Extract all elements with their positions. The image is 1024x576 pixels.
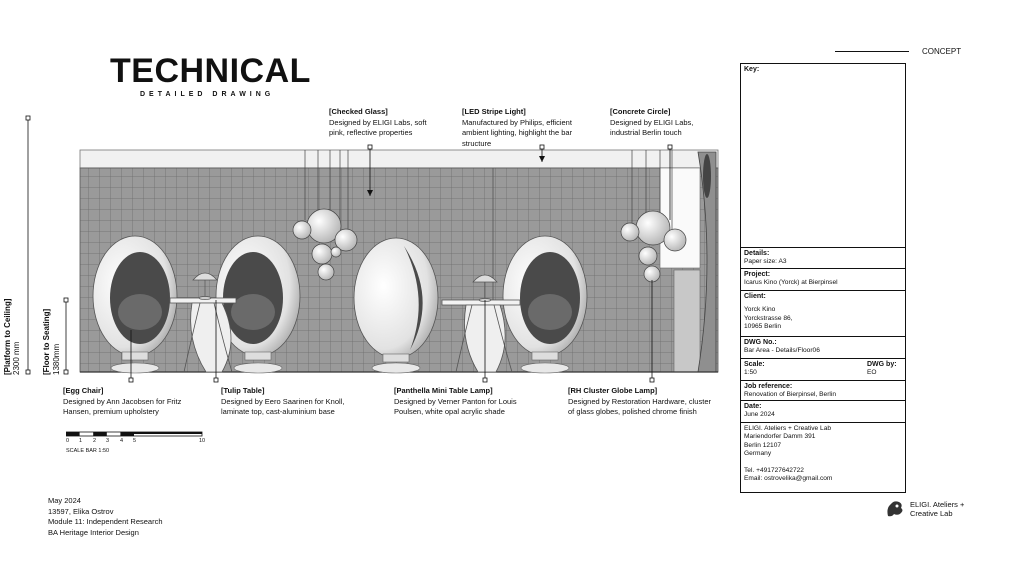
date-section: Date: June 2024 bbox=[741, 400, 905, 422]
scale-section: Scale: 1:50 DWG by: EO bbox=[741, 358, 905, 380]
title-block: Key: Details: Paper size: A3 Project: Ic… bbox=[740, 63, 906, 493]
project-section: Project: Icarus Kino (Yorck) at Bierpins… bbox=[741, 268, 905, 290]
page-subtitle: DETAILED DRAWING bbox=[140, 91, 275, 98]
dim-platform-ceiling: [Platform to Ceiling] bbox=[3, 298, 12, 375]
concept-rule bbox=[835, 51, 909, 52]
egg-chair-2 bbox=[215, 235, 301, 374]
studio-section: ELIGI. Ateliers + Creative Lab Mariendor… bbox=[741, 422, 905, 492]
concept-label: CONCEPT bbox=[922, 47, 962, 56]
student-info: May 2024 13597, Elika Ostrov Module 11: … bbox=[48, 496, 163, 537]
label-checked-glass: [Checked Glass] Designed by ELIGI Labs, … bbox=[329, 107, 427, 137]
logo-text: ELIGI. Ateliers + Creative Lab bbox=[910, 500, 965, 518]
ceiling-band bbox=[79, 149, 719, 169]
dim-platform-ceiling-value: 2300 mm bbox=[12, 341, 21, 375]
scale-bar bbox=[66, 431, 203, 437]
dwg-no-section: DWG No.: Bar Area - Details/Floor06 bbox=[741, 336, 905, 358]
label-egg-chair: [Egg Chair] Designed by Ann Jacobsen for… bbox=[63, 386, 182, 416]
dim-floor-seating: [Floor to Seating] bbox=[42, 308, 51, 375]
label-concrete-circle: [Concrete Circle] Designed by ELIGI Labs… bbox=[610, 107, 694, 137]
egg-chair-4 bbox=[502, 235, 588, 374]
label-tulip-table: [Tulip Table] Designed by Eero Saarinen … bbox=[221, 386, 345, 416]
dim-floor-seating-value: 1380mm bbox=[52, 343, 61, 375]
label-led-stripe: [LED Stripe Light] Manufactured by Phili… bbox=[462, 107, 573, 148]
panthella-lamp-1 bbox=[192, 272, 218, 300]
job-reference-section: Job reference: Renovation of Bierpinsel,… bbox=[741, 380, 905, 400]
panthella-lamp-2 bbox=[472, 274, 498, 302]
scale-bar-label: SCALE BAR 1:50 bbox=[66, 448, 110, 454]
details-section: Details: Paper size: A3 bbox=[741, 247, 905, 268]
eligi-logo-icon bbox=[887, 501, 903, 517]
egg-chair-3 bbox=[353, 237, 439, 374]
label-panthella-lamp: [Panthella Mini Table Lamp] Designed by … bbox=[394, 386, 517, 416]
checked-glass-pendant bbox=[292, 150, 358, 281]
label-rh-cluster-globe: [RH Cluster Globe Lamp] Designed by Rest… bbox=[568, 386, 711, 416]
client-section: Client: Yorck Kino Yorckstrasse 86, 1096… bbox=[741, 290, 905, 336]
key-section: Key: bbox=[744, 66, 760, 73]
page-title: TECHNICAL bbox=[110, 52, 311, 90]
elevation-drawing bbox=[25, 115, 719, 383]
rh-cluster-globe-lamp bbox=[620, 150, 687, 283]
egg-chair-1 bbox=[92, 235, 178, 374]
